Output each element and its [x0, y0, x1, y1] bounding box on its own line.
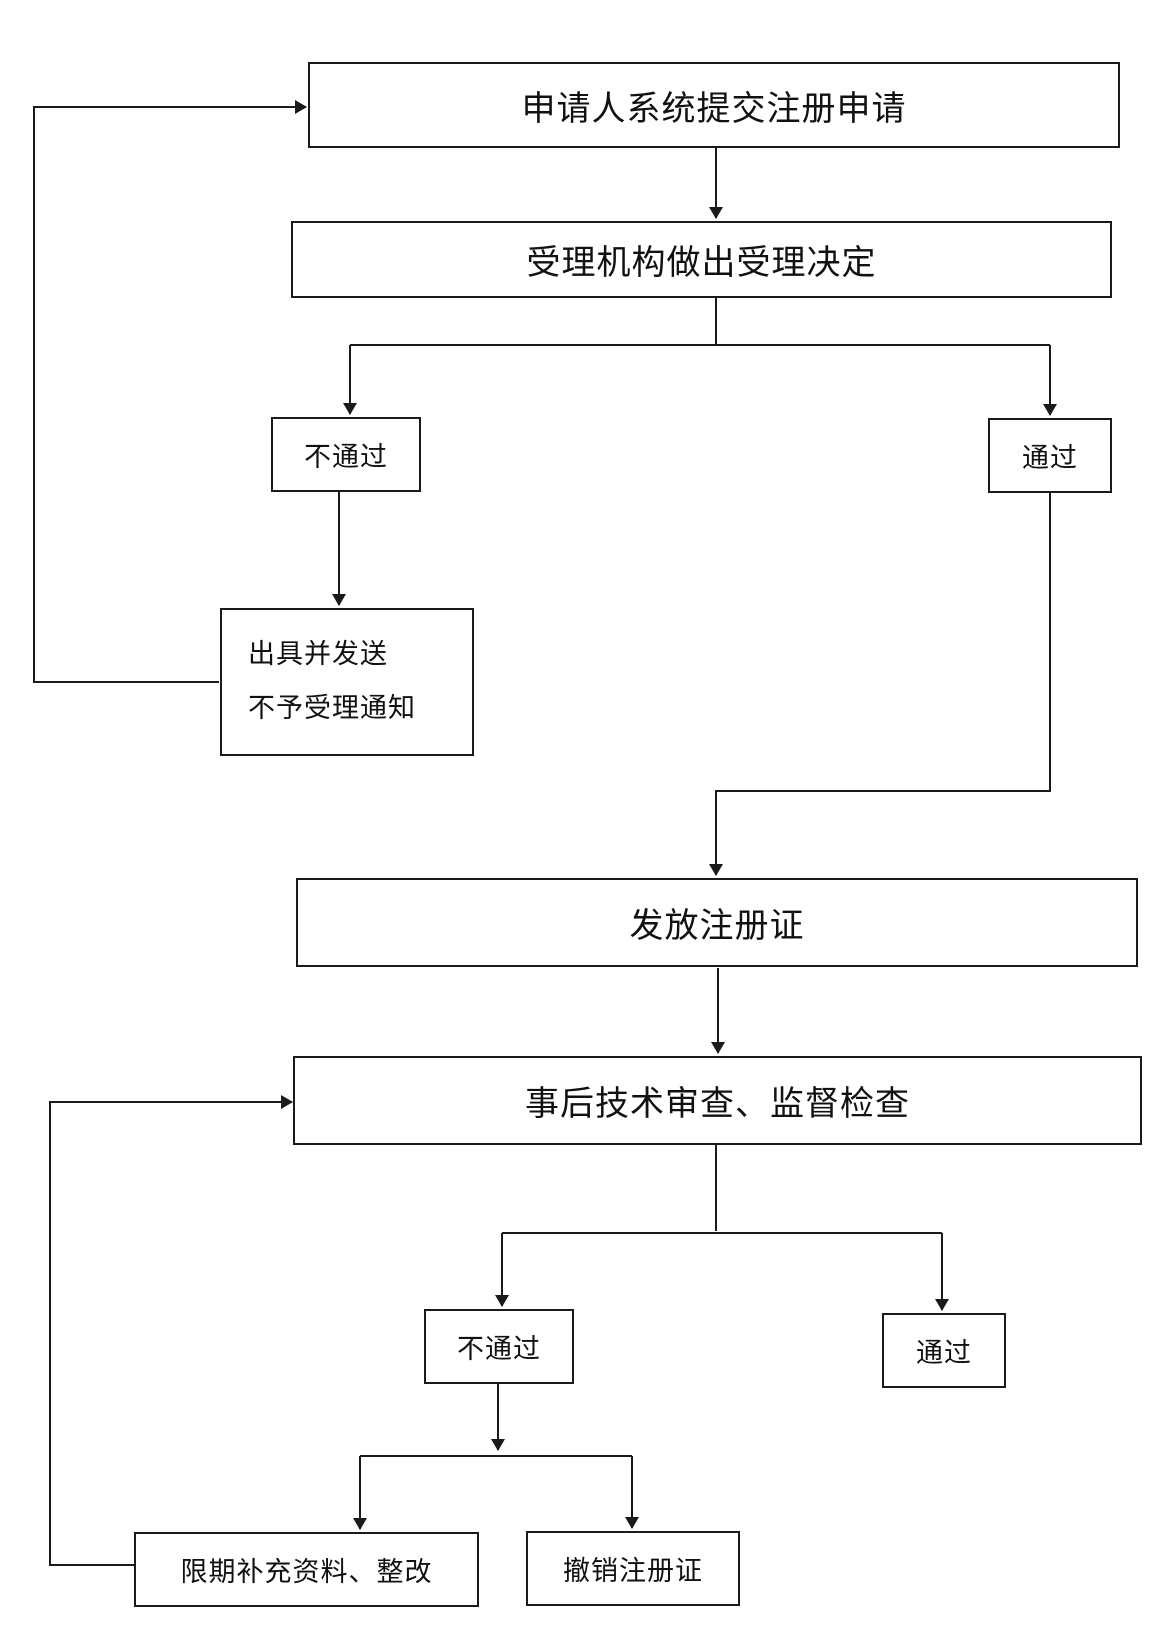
node-pass-first-label: 通过 [1022, 443, 1078, 474]
node-reject-second-label: 不通过 [457, 1334, 541, 1365]
node-revoke-certificate: 撤销注册证 [526, 1531, 740, 1606]
node-submit-application-label: 申请人系统提交注册申请 [521, 88, 907, 129]
node-rectify-supplement-label: 限期补充资料、整改 [180, 1557, 433, 1588]
node-reject-first: 不通过 [271, 417, 421, 492]
node-reject-first-label: 不通过 [304, 442, 388, 473]
node-pass-first: 通过 [988, 418, 1112, 493]
node-pass-second-label: 通过 [916, 1338, 972, 1369]
node-pass-second: 通过 [882, 1313, 1006, 1388]
node-issue-certificate-label: 发放注册证 [629, 906, 805, 946]
node-post-review-inspection: 事后技术审查、监督检查 [293, 1056, 1142, 1145]
node-submit-application: 申请人系统提交注册申请 [308, 62, 1120, 148]
edge-rectify-loop-review [49, 1095, 293, 1566]
node-acceptance-decision: 受理机构做出受理决定 [291, 221, 1112, 298]
node-non-acceptance-notice-line1: 出具并发送 [248, 639, 388, 670]
node-issue-certificate: 发放注册证 [296, 878, 1138, 967]
node-non-acceptance-notice: 出具并发送 不予受理通知 [220, 608, 474, 756]
node-post-review-inspection-label: 事后技术审查、监督检查 [525, 1084, 910, 1124]
edge-notice-loop-submit [33, 100, 307, 683]
node-reject-second: 不通过 [424, 1309, 574, 1384]
node-non-acceptance-notice-line2: 不予受理通知 [248, 693, 416, 724]
node-revoke-certificate-label: 撤销注册证 [563, 1556, 703, 1587]
node-rectify-supplement: 限期补充资料、整改 [134, 1532, 479, 1607]
node-acceptance-decision-label: 受理机构做出受理决定 [526, 243, 877, 283]
edge-pass1-issue [709, 493, 1051, 876]
